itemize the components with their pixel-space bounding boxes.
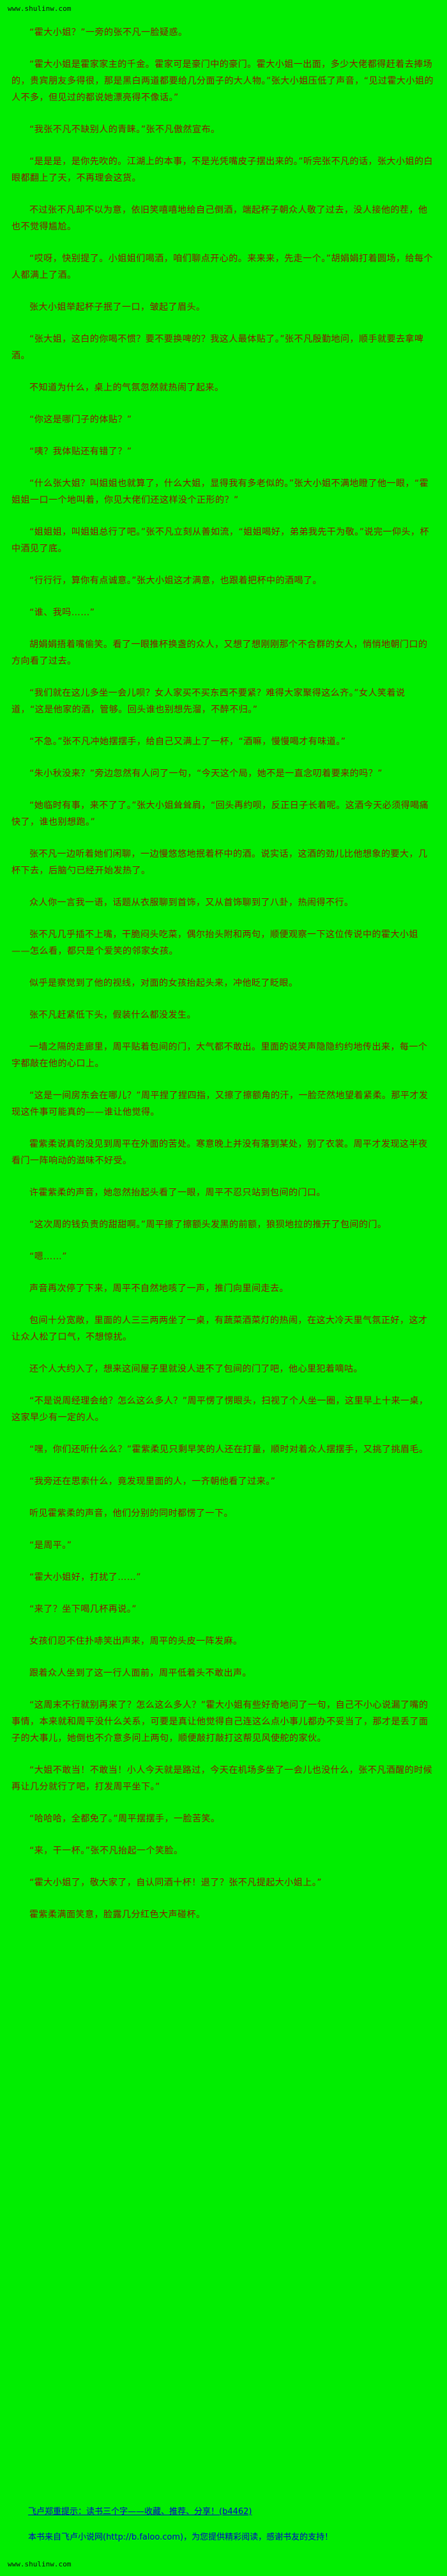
novel-paragraph: “霍大小姐是霍家家主的千金。霍家可是豪门中的豪门。霍大小姐一出面，多少大佬都得赶… xyxy=(11,59,434,103)
novel-paragraph: “张大姐，这白的你喝不惯？要不要换啤的？我这人最体贴了。”张不凡殷勤地问，顺手就… xyxy=(11,334,424,361)
novel-paragraph: “霍大小姐？”一旁的张不凡一脸疑惑。 xyxy=(29,27,188,38)
novel-paragraph: “哈哈哈，全都免了。”周平摆摆手，一脸苦笑。 xyxy=(29,1814,220,1824)
novel-paragraph: “霍大小姐了，敬大家了，自认同酒十杯！退了？张不凡提起大小姐上。” xyxy=(29,1878,322,1888)
novel-paragraph: “哎呀，快别提了。小姐姐们喝酒，咱们聊点开心的。来来来，先走一个。”胡娟娟打着圆… xyxy=(11,254,434,280)
novel-paragraph: “不是说周经理会给？怎么这么多人？”周平愣了愣眼头，扫视了个人坐一圈，这里早上十… xyxy=(11,1396,428,1423)
novel-paragraph: 胡娟娟捂着嘴偷笑。看了一眼推杯换盏的众人，又想了想刚刚那个不合群的女人，悄悄地朝… xyxy=(11,640,428,666)
novel-paragraph: “咦？我体贴还有错了？” xyxy=(29,447,132,457)
novel-paragraph: “霍大小姐好，打扰了……” xyxy=(29,1572,142,1583)
novel-paragraph: “这次周的钱负责的甜甜啊。”周平擦了擦额头发黑的前额，狼狈地拉的推开了包间的门。 xyxy=(29,1220,387,1230)
novel-paragraph: 许霍紫柔的声音，她忽然抬起头看了一眼，周平不忍只站到包间的门口。 xyxy=(29,1188,326,1198)
faloo-source-link[interactable]: 本书来自飞卢小说网(http://b.faloo.com)，为您提供精彩阅读，感… xyxy=(28,2533,333,2542)
novel-paragraph: 张大小姐举起杯子抿了一口，皱起了眉头。 xyxy=(29,302,206,312)
novel-paragraph: “这是一间房东会在哪儿？”周平捏了捏四指，又擦了擦额角的汗，一脸茫然地望着紧柔。… xyxy=(11,1091,428,1117)
novel-paragraph: “嗯……” xyxy=(29,1252,68,1262)
novel-paragraph: 声音再次停了下来，周平不自然地咳了一声，推门向里间走去。 xyxy=(29,1284,289,1294)
novel-paragraph: “来了？坐下喝几杯再说。” xyxy=(29,1604,137,1614)
faloo-reminder-link[interactable]: 飞卢郑重提示：读书三个字——收藏、推荐、分享！(b4462) xyxy=(28,2507,252,2517)
novel-paragraph: “我张不凡不缺别人的青睐。”张不凡傲然宣布。 xyxy=(29,125,220,135)
novel-paragraph: “什么张大姐？叫姐姐也就算了，什么大姐，显得我有多老似的。”张大小姐不满地瞪了他… xyxy=(11,479,429,505)
novel-paragraph: “我旁还在思索什么，竟发现里面的人，一齐朝他看了过来。” xyxy=(29,1476,276,1487)
novel-paragraph: 女孩们忍不住扑哧笑出声来，周平的头皮一阵发麻。 xyxy=(29,1636,243,1646)
novel-paragraph: 包间十分宽敞，里面的人三三两两坐了一桌，有蔬菜酒菜灯的热闹，在这大冷天里气氛正好… xyxy=(11,1315,428,1342)
site-watermark-bottom: www.shulinw.com xyxy=(8,2560,72,2568)
novel-paragraph: “朱小秋没来？”旁边忽然有人问了一句，“今天这个局，她不是一直念叨着要来的吗？” xyxy=(29,769,383,779)
novel-paragraph: “行行行，算你有点诚意。”张大小姐这才满意，也跟着把杯中的酒喝了。 xyxy=(29,576,322,586)
site-watermark-top: www.shulinw.com xyxy=(8,4,72,13)
novel-paragraph: 跟着众人坐到了这一行人面前，周平低着头不敢出声。 xyxy=(29,1668,252,1678)
novel-paragraph: “姐姐姐，叫姐姐总行了吧。”张不凡立刻从善如流，“姐姐喝好，弟弟我先干为敬。”说… xyxy=(11,527,430,554)
novel-paragraph: 张不凡赶紧低下头，假装什么都没发生。 xyxy=(29,1010,196,1020)
novel-paragraph: “你这是哪门子的体贴？” xyxy=(29,415,132,425)
novel-paragraph: “大姐不敢当！不敢当！小人今天就是路过，今天在机场多坐了一会儿也没什么，张不凡酒… xyxy=(11,1765,433,1792)
novel-paragraph: “我们就在这儿多坐一会儿呗？女人家买不买东西不要紧？难得大家聚得这么齐。”女人笑… xyxy=(11,688,405,715)
novel-paragraph: 不过张不凡却不以为意，依旧笑嘻嘻地给自己倒酒，端起杯子朝众人敬了过去，没人接他的… xyxy=(11,205,428,232)
novel-paragraph: 张不凡几乎插不上嘴，干脆闷头吃菜，偶尔抬头附和两句，顺便观察一下这位传说中的霍大… xyxy=(11,930,418,956)
novel-paragraph: 张不凡一边听着她们闲聊，一边慢悠悠地抿着杯中的酒。说实话，这酒的劲儿比他想象的要… xyxy=(11,849,428,876)
novel-paragraph: 众人你一言我一语，话题从衣服聊到首饰，又从首饰聊到了八卦，热闹得不行。 xyxy=(29,898,354,908)
novel-paragraph: “这周末不行就别再来了？怎么这么多人？”霍大小姐有些好奇地问了一句，自己不小心说… xyxy=(11,1700,428,1744)
novel-paragraph: “是周平。” xyxy=(29,1540,72,1551)
novel-paragraph: “嘿，你们还听什么么？”霍紫柔见只剩早笑的人还在打量，顺时对着众人摆摆手，又挑了… xyxy=(29,1445,428,1455)
novel-paragraph: “来，干一杯。”张不凡抬起一个笑脸。 xyxy=(29,1846,183,1856)
novel-paragraph: “她临时有事，来不了了。”张大小姐耸耸肩，“回头再约呗，反正日子长着呢。这酒今天… xyxy=(11,801,429,827)
novel-paragraph: 还个人大约入了，想来这间屋子里就没人进不了包间的门了吧，他心里犯着嘀咕。 xyxy=(29,1364,363,1374)
novel-paragraph: “谁、我吗……” xyxy=(29,608,95,618)
novel-paragraph: 似乎是察觉到了他的视线，对面的女孩抬起头来，冲他眨了眨眼。 xyxy=(29,978,298,988)
novel-paragraph: 听见霍紫柔的声音，他们分别的同时都愣了一下。 xyxy=(29,1508,233,1519)
novel-paragraph: 霍紫柔说真的没见到周平在外面的苦处。寒意晚上并没有落到某处，别了衣裳。周平才发现… xyxy=(11,1139,428,1166)
novel-paragraph: 不知道为什么，桌上的气氛忽然就热闹了起来。 xyxy=(29,383,224,393)
novel-content: “霍大小姐？”一旁的张不凡一脸疑惑。 “霍大小姐是霍家家主的千金。霍家可是豪门中的… xyxy=(8,24,439,2489)
novel-paragraph: 一墙之隔的走廊里，周平贴着包间的门，大气都不敢出。里面的说笑声隐隐约约地传出来，… xyxy=(11,1042,428,1069)
page-footer: 飞卢郑重提示：读书三个字——收藏、推荐、分享！(b4462) 本书来自飞卢小说网… xyxy=(8,2494,439,2556)
novel-paragraph: 霍紫柔满面笑意，脸露几分红色大声碰杯。 xyxy=(29,1910,206,1920)
novel-paragraph: “不急。”张不凡冲她摆摆手，给自己又满上了一杯，“酒嘛，慢慢喝才有味道。” xyxy=(29,737,346,747)
novel-paragraph: “是是是，是你先吹的。江湖上的本事，不是光凭嘴皮子摆出来的。”听完张不凡的话，张… xyxy=(11,157,434,183)
